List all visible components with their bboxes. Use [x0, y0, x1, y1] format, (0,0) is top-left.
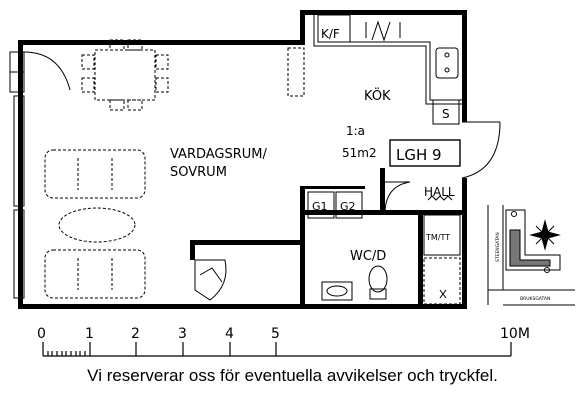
entrance-door: [461, 121, 501, 179]
scale-label: 1: [85, 326, 94, 342]
floor-label: 1:a: [346, 124, 365, 138]
hall-marks: [427, 195, 453, 201]
kitchen-label: KÖK: [364, 87, 391, 104]
stove-label: S: [442, 107, 450, 121]
washer-dryer-label: TM/TT: [425, 233, 450, 242]
hall-label: HALL: [424, 185, 455, 199]
windows: [9, 51, 71, 299]
closets: [307, 191, 363, 219]
scale-label: 4: [225, 326, 234, 342]
scale-label: 10M: [500, 326, 530, 342]
unit-box: [389, 139, 461, 167]
area-label: 51m2: [342, 146, 377, 160]
location-map: [487, 205, 575, 306]
street-vertical-label: STEENGATAN: [495, 232, 501, 262]
scale-label: 2: [131, 326, 140, 342]
disclaimer: Vi reserverar oss för eventuella avvikel…: [87, 366, 498, 385]
living-room-label-line2: SOVRUM: [170, 165, 227, 180]
scale-labels: 0 1 2 3 4 5 10M: [37, 326, 530, 342]
living-furniture: [44, 149, 146, 299]
living-room-label-line1: VARDAGSRUM/: [170, 147, 268, 162]
bathroom-fixtures: [321, 214, 461, 305]
unit-label: LGH 9: [396, 146, 442, 164]
kitchen-counter: [313, 14, 462, 125]
kitchen-storage-label: K/F: [321, 27, 340, 41]
street-horizontal-label: BRUKSGATAN: [520, 296, 550, 302]
hall-door: [384, 181, 411, 215]
scale-label: 5: [271, 326, 280, 342]
scale-label: 0: [37, 326, 46, 342]
compass-icon: [529, 219, 561, 251]
inner-door: [194, 259, 227, 301]
scale-label: 3: [178, 326, 187, 342]
closet-1-label: G1: [312, 200, 328, 213]
dining-table: [81, 39, 305, 111]
exterior-walls: [18, 10, 467, 309]
bathroom-label: WC/D: [350, 249, 386, 264]
scale-bar: [42, 342, 512, 357]
closet-2-label: G2: [340, 200, 356, 213]
interior-walls: [190, 168, 462, 308]
